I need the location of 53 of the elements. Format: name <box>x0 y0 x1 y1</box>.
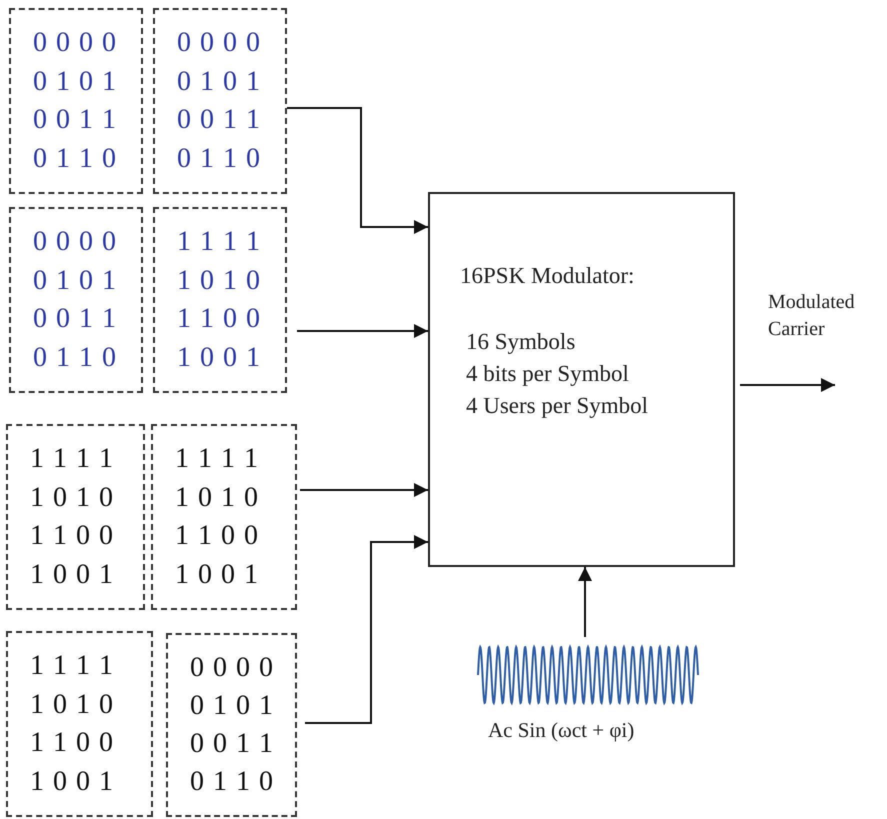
edge-label: Modulated Carrier <box>768 290 856 342</box>
bit-row-text: 0 0 1 1 <box>33 305 118 334</box>
bit-row-text: 1 0 0 1 <box>175 560 260 589</box>
bit-matrix-box <box>153 8 287 194</box>
bit-row-text: 0 1 1 0 <box>177 144 262 173</box>
bit-row-text: 1 0 0 1 <box>30 560 115 589</box>
block-title: 16PSK Modulator: <box>460 262 636 290</box>
arrow <box>740 378 835 392</box>
bit-matrix-box <box>166 633 297 817</box>
bit-row-text: 0 0 1 1 <box>33 106 118 134</box>
arrow <box>300 483 428 497</box>
bit-row-text: 1 0 1 0 <box>30 690 115 719</box>
spec-line: 16 Symbols <box>466 328 576 356</box>
bit-row-text: 0 0 1 1 <box>177 106 262 134</box>
bit-row-text: 0 1 1 0 <box>190 768 275 796</box>
bit-matrix-box <box>9 207 143 393</box>
modulator-box <box>428 192 735 567</box>
bit-row-text: 0 1 1 0 <box>33 144 118 173</box>
bit-row-text: 1 0 1 0 <box>30 484 115 512</box>
bit-matrix-box <box>153 207 287 393</box>
bit-row-text: 1 1 0 0 <box>30 729 115 758</box>
bit-matrix-box <box>9 8 143 194</box>
bit-row-text: 1 1 1 1 <box>177 228 262 256</box>
bit-row-text: 1 1 1 1 <box>175 445 260 474</box>
arrow <box>297 324 428 338</box>
bit-row-text: 1 1 0 0 <box>177 305 262 334</box>
bit-matrix-box <box>6 424 145 610</box>
bit-matrix-box <box>6 631 153 817</box>
bit-row-text: 1 0 1 0 <box>177 266 262 295</box>
bit-row-text: 1 1 0 0 <box>30 522 115 550</box>
bit-row-text: 0 0 0 0 <box>190 654 275 682</box>
arrow <box>305 535 428 724</box>
arrow <box>578 567 592 637</box>
bit-row-text: 1 1 1 1 <box>30 445 115 474</box>
bit-row-text: 1 1 1 1 <box>30 652 115 680</box>
spec-line: 4 Users per Symbol <box>466 392 650 420</box>
bit-row-text: 0 1 0 1 <box>190 692 275 720</box>
bit-row-text: 0 1 1 0 <box>33 344 118 372</box>
bit-row-text: 0 0 0 0 <box>177 29 262 58</box>
bit-row-text: 1 0 0 1 <box>30 768 115 796</box>
bit-row-text: 1 1 0 0 <box>175 522 260 550</box>
spec-line: 4 bits per Symbol <box>466 360 630 388</box>
bit-matrix-box <box>151 424 297 610</box>
bit-row-text: 0 1 0 1 <box>33 68 118 96</box>
formula-caption: Ac Sin (ωct + φi) <box>488 718 634 743</box>
bit-row-text: 0 1 0 1 <box>33 266 118 295</box>
arrow <box>287 107 428 234</box>
bit-row-text: 0 0 1 1 <box>190 730 275 758</box>
bit-row-text: 0 1 0 1 <box>177 68 262 96</box>
bit-row-text: 0 0 0 0 <box>33 29 118 58</box>
bit-row-text: 1 0 0 1 <box>177 344 262 372</box>
bit-row-text: 1 0 1 0 <box>175 484 260 512</box>
bit-row-text: 0 0 0 0 <box>33 228 118 256</box>
